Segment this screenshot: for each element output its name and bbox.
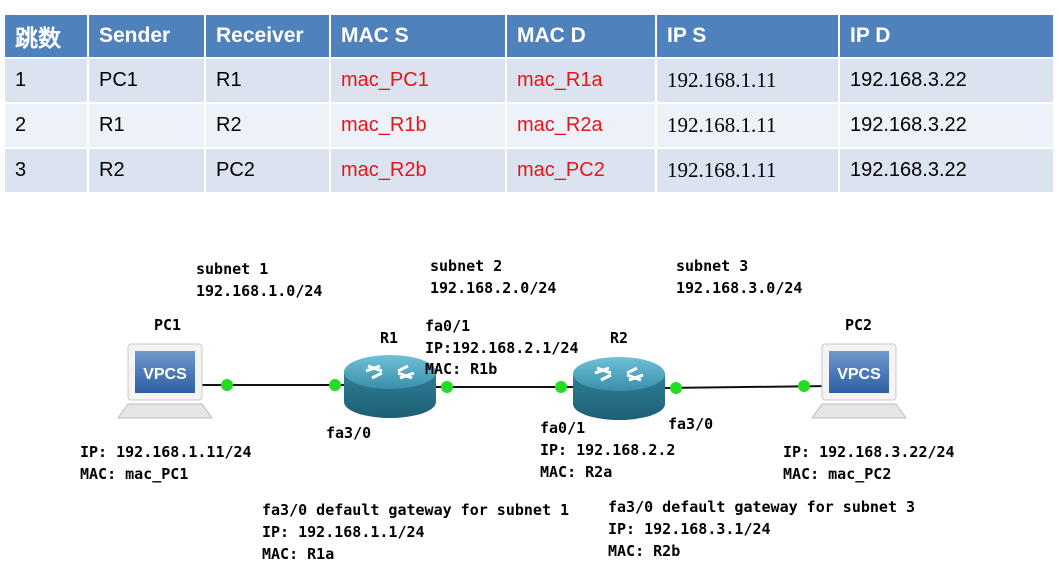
cell-ip-s: 192.168.1.11 xyxy=(656,57,840,103)
col-header-hops: 跳数 xyxy=(5,15,89,58)
col-header-mac-s: MAC S xyxy=(330,15,507,58)
cell-mac-d: mac_R1a xyxy=(506,57,657,103)
r2-fa01-ip: IP: 192.168.2.2 xyxy=(540,441,675,459)
r2-fa01-label: fa0/1 xyxy=(540,419,585,437)
cell-hop: 2 xyxy=(5,102,89,148)
r1-fa30-label: fa3/0 xyxy=(326,424,371,442)
port-dot-r1-fa30 xyxy=(329,379,341,391)
cell-ip-s: 192.168.1.11 xyxy=(656,147,840,192)
col-header-sender: Sender xyxy=(88,15,206,58)
cell-hop: 1 xyxy=(5,57,89,103)
pc2-screen-label: VPCS xyxy=(837,366,881,383)
table-row: 1 PC1 R1 mac_PC1 mac_R1a 192.168.1.11 19… xyxy=(5,57,1055,103)
gw3-title: fa3/0 default gateway for subnet 3 xyxy=(608,498,915,516)
pc1-screen-label: VPCS xyxy=(143,366,187,383)
r2-fa01-mac: MAC: R2a xyxy=(540,463,612,481)
table-row: 3 R2 PC2 mac_R2b mac_PC2 192.168.1.11 19… xyxy=(5,147,1055,192)
r1-fa01-ip: IP:192.168.2.1/24 xyxy=(425,339,579,357)
pc1-icon: VPCS xyxy=(117,343,213,419)
pc1-ip: IP: 192.168.1.11/24 xyxy=(80,443,252,461)
col-header-mac-d: MAC D xyxy=(506,15,657,58)
cell-ip-d: 192.168.3.22 xyxy=(839,102,1055,148)
r2-fa30-label: fa3/0 xyxy=(668,415,713,433)
port-dot-r2-fa30 xyxy=(670,382,682,394)
port-dot-r1-fa01 xyxy=(441,381,453,393)
cell-mac-d: mac_R2a xyxy=(506,102,657,148)
pc2-ip: IP: 192.168.3.22/24 xyxy=(783,443,955,461)
pc1-name: PC1 xyxy=(154,316,181,334)
subnet2-cidr: 192.168.2.0/24 xyxy=(430,279,556,297)
subnet3-cidr: 192.168.3.0/24 xyxy=(676,279,802,297)
col-header-receiver: Receiver xyxy=(205,15,331,58)
cell-mac-s: mac_R2b xyxy=(330,147,507,192)
cell-ip-s: 192.168.1.11 xyxy=(656,102,840,148)
subnet1-cidr: 192.168.1.0/24 xyxy=(196,282,322,300)
pc2-mac: MAC: mac_PC2 xyxy=(783,465,891,483)
cell-sender: R2 xyxy=(88,147,206,192)
col-header-ip-d: IP D xyxy=(839,15,1055,58)
router-r2-icon xyxy=(573,357,665,420)
gw3-ip: IP: 192.168.3.1/24 xyxy=(608,520,771,538)
subnet3-name: subnet 3 xyxy=(676,257,748,275)
cell-hop: 3 xyxy=(5,147,89,192)
port-dot-pc2 xyxy=(798,380,810,392)
r1-fa01-mac: MAC: R1b xyxy=(425,360,497,378)
cell-receiver: R1 xyxy=(205,57,331,103)
hop-table: 跳数 Sender Receiver MAC S MAC D IP S IP D… xyxy=(5,15,1055,192)
router-r1-icon xyxy=(344,355,436,418)
r1-name: R1 xyxy=(380,329,398,347)
gw1-title: fa3/0 default gateway for subnet 1 xyxy=(262,501,569,519)
pc2-icon: VPCS xyxy=(811,343,907,419)
cell-mac-d: mac_PC2 xyxy=(506,147,657,192)
table-row: 2 R1 R2 mac_R1b mac_R2a 192.168.1.11 192… xyxy=(5,102,1055,148)
cell-sender: R1 xyxy=(88,102,206,148)
col-header-ip-s: IP S xyxy=(656,15,840,58)
cell-sender: PC1 xyxy=(88,57,206,103)
gw1-mac: MAC: R1a xyxy=(262,545,334,563)
gw3-mac: MAC: R2b xyxy=(608,542,680,560)
r2-name: R2 xyxy=(610,329,628,347)
cell-mac-s: mac_R1b xyxy=(330,102,507,148)
cell-receiver: R2 xyxy=(205,102,331,148)
subnet1-name: subnet 1 xyxy=(196,260,268,278)
port-dot-pc1 xyxy=(221,379,233,391)
pc2-name: PC2 xyxy=(845,316,872,334)
cell-ip-d: 192.168.3.22 xyxy=(839,57,1055,103)
gw1-ip: IP: 192.168.1.1/24 xyxy=(262,523,425,541)
r1-fa01-label: fa0/1 xyxy=(425,317,470,335)
table-header-row: 跳数 Sender Receiver MAC S MAC D IP S IP D xyxy=(5,15,1055,58)
cell-receiver: PC2 xyxy=(205,147,331,192)
cell-mac-s: mac_PC1 xyxy=(330,57,507,103)
pc1-mac: MAC: mac_PC1 xyxy=(80,465,188,483)
cell-ip-d: 192.168.3.22 xyxy=(839,147,1055,192)
port-dot-r2-fa01 xyxy=(555,381,567,393)
subnet2-name: subnet 2 xyxy=(430,257,502,275)
